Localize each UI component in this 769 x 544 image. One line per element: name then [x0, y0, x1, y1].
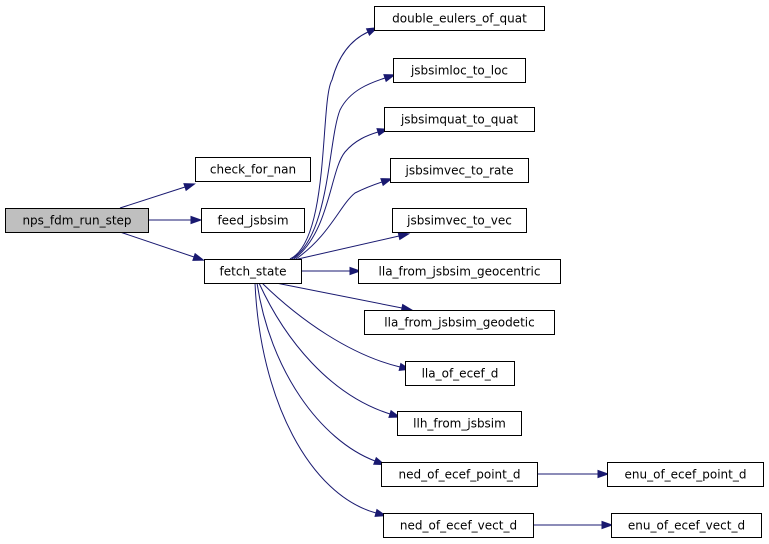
- node-jsbsimvec-to-vec[interactable]: jsbsimvec_to_vec: [392, 208, 527, 233]
- node-label: double_eulers_of_quat: [392, 12, 527, 26]
- node-box[interactable]: [374, 6, 545, 31]
- edge-line: [261, 282, 401, 368]
- node-label: jsbsimvec_to_rate: [405, 164, 514, 178]
- edge-line: [119, 186, 186, 209]
- edge-fetch_state-to-jsbsimvec_to_vec: [297, 232, 411, 260]
- edge-ned_of_ecef_vect_d-to-enu_of_ecef_vect_d: [533, 520, 614, 530]
- node-jsbsimquat-to-quat[interactable]: jsbsimquat_to_quat: [384, 107, 535, 132]
- node-lla-from-jsbsim-geocentric[interactable]: lla_from_jsbsim_geocentric: [358, 259, 561, 284]
- node-box[interactable]: [364, 310, 555, 335]
- node-label: nps_fdm_run_step: [22, 214, 131, 228]
- node-nps-fdm-run-step[interactable]: nps_fdm_run_step: [5, 208, 149, 233]
- edge-ned_of_ecef_point_d-to-enu_of_ecef_point_d: [537, 469, 610, 479]
- node-ned-of-ecef-point-d[interactable]: ned_of_ecef_point_d: [381, 462, 538, 487]
- node-fetch-state[interactable]: fetch_state: [204, 259, 302, 284]
- edge-fetch_state-to-jsbsimvec_to_rate: [295, 178, 393, 260]
- node-jsbsimloc-to-loc[interactable]: jsbsimloc_to_loc: [393, 58, 526, 83]
- node-box[interactable]: [381, 462, 538, 487]
- edges-layer: [119, 27, 614, 530]
- node-jsbsimvec-to-rate[interactable]: jsbsimvec_to_rate: [390, 158, 529, 183]
- edge-line: [258, 282, 391, 415]
- edge-nps_fdm_run_step-to-feed_jsbsim: [148, 215, 203, 225]
- edge-line: [256, 282, 376, 462]
- edge-nps_fdm_run_step-to-check_for_nan: [119, 183, 196, 209]
- node-label: feed_jsbsim: [217, 214, 288, 228]
- node-lla-of-ecef-d[interactable]: lla_of_ecef_d: [405, 361, 515, 386]
- node-box[interactable]: [195, 157, 311, 182]
- node-box[interactable]: [607, 462, 764, 487]
- node-label: check_for_nan: [210, 163, 296, 177]
- edge-line: [275, 282, 403, 309]
- node-label: lla_from_jsbsim_geodetic: [384, 316, 534, 330]
- edge-line: [254, 282, 377, 514]
- node-check-for-nan[interactable]: check_for_nan: [195, 157, 311, 182]
- node-box[interactable]: [405, 361, 515, 386]
- edge-line: [295, 181, 383, 260]
- node-enu-of-ecef-point-d[interactable]: enu_of_ecef_point_d: [607, 462, 764, 487]
- node-label: lla_of_ecef_d: [422, 367, 499, 381]
- node-label: llh_from_jsbsim: [413, 417, 506, 431]
- node-box[interactable]: [390, 158, 529, 183]
- edge-line: [119, 231, 195, 258]
- arrowhead-icon: [601, 520, 614, 530]
- edge-fetch_state-to-lla_from_jsbsim_geocentric: [301, 266, 362, 276]
- node-enu-of-ecef-vect-d[interactable]: enu_of_ecef_vect_d: [611, 513, 762, 538]
- node-label: fetch_state: [220, 265, 287, 279]
- node-box[interactable]: [393, 58, 526, 83]
- node-label: enu_of_ecef_point_d: [625, 468, 747, 482]
- node-box[interactable]: [392, 208, 527, 233]
- node-label: enu_of_ecef_vect_d: [628, 519, 745, 533]
- node-llh-from-jsbsim[interactable]: llh_from_jsbsim: [397, 411, 522, 436]
- edge-fetch_state-to-llh_from_jsbsim: [258, 282, 401, 418]
- node-label: lla_from_jsbsim_geocentric: [379, 265, 541, 279]
- edge-nps_fdm_run_step-to-fetch_state: [119, 231, 205, 261]
- node-box[interactable]: [383, 513, 534, 538]
- node-double-eulers-of-quat[interactable]: double_eulers_of_quat: [374, 6, 545, 31]
- node-box[interactable]: [204, 259, 302, 284]
- edge-line: [289, 31, 369, 260]
- node-ned-of-ecef-vect-d[interactable]: ned_of_ecef_vect_d: [383, 513, 534, 538]
- node-label: jsbsimquat_to_quat: [400, 113, 518, 127]
- arrowhead-icon: [349, 266, 362, 276]
- node-label: jsbsimvec_to_vec: [406, 214, 512, 228]
- node-label: jsbsimloc_to_loc: [410, 64, 508, 78]
- edge-line: [291, 77, 386, 260]
- arrowhead-icon: [397, 232, 411, 241]
- nodes-layer: nps_fdm_run_step check_for_nan feed_jsbsim…: [5, 6, 764, 538]
- node-label: ned_of_ecef_point_d: [399, 468, 521, 482]
- node-box[interactable]: [384, 107, 535, 132]
- node-box[interactable]: [358, 259, 561, 284]
- node-box[interactable]: [5, 208, 149, 233]
- node-label: ned_of_ecef_vect_d: [400, 519, 517, 533]
- node-lla-from-jsbsim-geodetic[interactable]: lla_from_jsbsim_geodetic: [364, 310, 555, 335]
- arrowhead-icon: [380, 178, 393, 187]
- arrowhead-icon: [192, 252, 205, 261]
- arrowhead-icon: [183, 183, 196, 192]
- edge-fetch_state-to-jsbsimloc_to_loc: [291, 74, 396, 260]
- arrowhead-icon: [388, 409, 401, 418]
- edge-fetch_state-to-jsbsimquat_to_quat: [293, 128, 390, 260]
- arrowhead-icon: [190, 215, 203, 225]
- node-box[interactable]: [201, 208, 305, 233]
- node-box[interactable]: [397, 411, 522, 436]
- edge-line: [297, 235, 400, 260]
- node-feed-jsbsim[interactable]: feed_jsbsim: [201, 208, 305, 233]
- edge-fetch_state-to-lla_from_jsbsim_geodetic: [275, 282, 414, 313]
- arrowhead-icon: [383, 74, 396, 83]
- arrowhead-icon: [597, 469, 610, 479]
- edge-line: [293, 131, 379, 260]
- node-box[interactable]: [611, 513, 762, 538]
